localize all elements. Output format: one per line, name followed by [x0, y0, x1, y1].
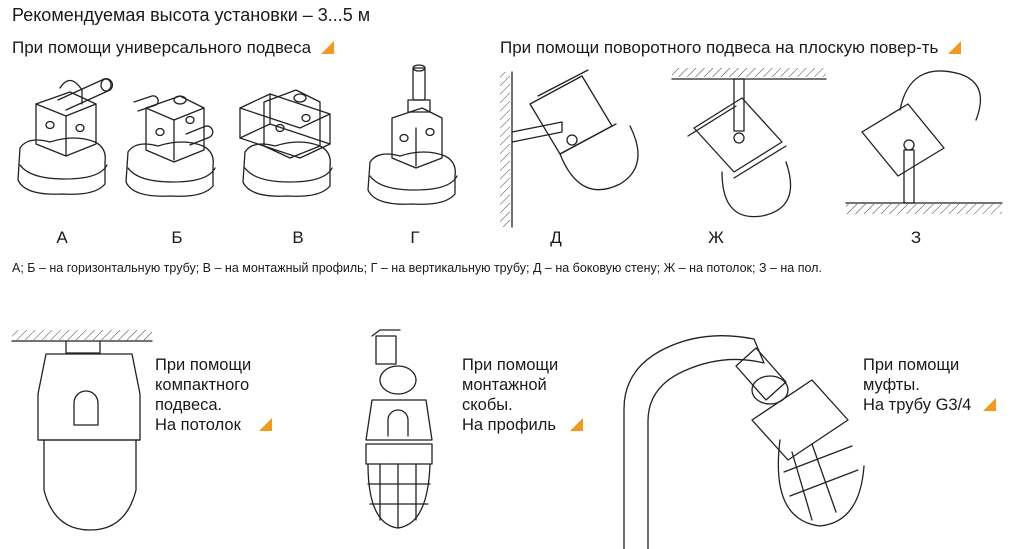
orange-triangle-icon	[258, 418, 272, 431]
bracket-line-4-text: На профиль	[462, 416, 556, 434]
orange-triangle-icon	[948, 41, 962, 54]
coupling-line-3-text: На трубу G3/4	[863, 396, 972, 414]
bracket-line-4: На профиль	[462, 415, 583, 435]
mount-d-illustration	[500, 70, 638, 227]
coupling-line-3: На трубу G3/4	[863, 395, 997, 415]
compact-line-4-text: На потолок	[155, 416, 241, 434]
mount-z-illustration	[846, 71, 1002, 214]
legend-caption: А; Б – на горизонтальную трубу; В – на м…	[12, 261, 822, 275]
mount-zh-illustration	[672, 68, 826, 217]
bracket-line-2: монтажной	[462, 376, 547, 394]
mount-b-illustration	[126, 96, 215, 196]
compact-line-4: На потолок	[155, 415, 272, 435]
compact-line-3: подвеса.	[155, 396, 223, 414]
compact-line-1: При помощи	[155, 356, 252, 374]
mount-g-illustration	[368, 65, 457, 204]
orange-triangle-icon	[321, 41, 335, 54]
label-v: В	[292, 228, 304, 247]
universal-heading-text: При помощи универсального подвеса	[12, 38, 312, 57]
label-g: Г	[410, 228, 420, 247]
compact-line-2: компактного	[155, 376, 250, 394]
coupling-mount-text: При помощи муфты. На трубу G3/4	[863, 355, 997, 415]
mount-a-illustration	[18, 79, 112, 195]
bracket-line-1: При помощи	[462, 356, 559, 374]
label-b: Б	[171, 228, 183, 247]
mount-v-illustration	[240, 90, 332, 196]
page-title: Рекомендуемая высота установки – 3...5 м	[12, 5, 371, 25]
bracket-mount-text: При помощи монтажной скобы. На профиль	[462, 355, 583, 435]
coupling-line-2: муфты.	[863, 376, 920, 394]
orange-triangle-icon	[983, 398, 997, 411]
bracket-mount-illustration	[366, 330, 432, 528]
bracket-line-3: скобы.	[462, 396, 513, 414]
coupling-line-1: При помощи	[863, 356, 960, 374]
universal-heading: При помощи универсального подвеса	[12, 38, 335, 58]
swivel-heading-text: При помощи поворотного подвеса на плоску…	[500, 38, 939, 57]
compact-mount-illustration	[12, 330, 152, 530]
label-a: А	[56, 228, 68, 247]
label-zh: Ж	[708, 228, 724, 247]
swivel-heading: При помощи поворотного подвеса на плоску…	[500, 38, 962, 58]
label-z: З	[910, 228, 922, 247]
compact-mount-text: При помощи компактного подвеса. На потол…	[155, 355, 272, 435]
label-d: Д	[550, 228, 562, 247]
coupling-mount-illustration	[624, 336, 864, 549]
orange-triangle-icon	[569, 418, 583, 431]
